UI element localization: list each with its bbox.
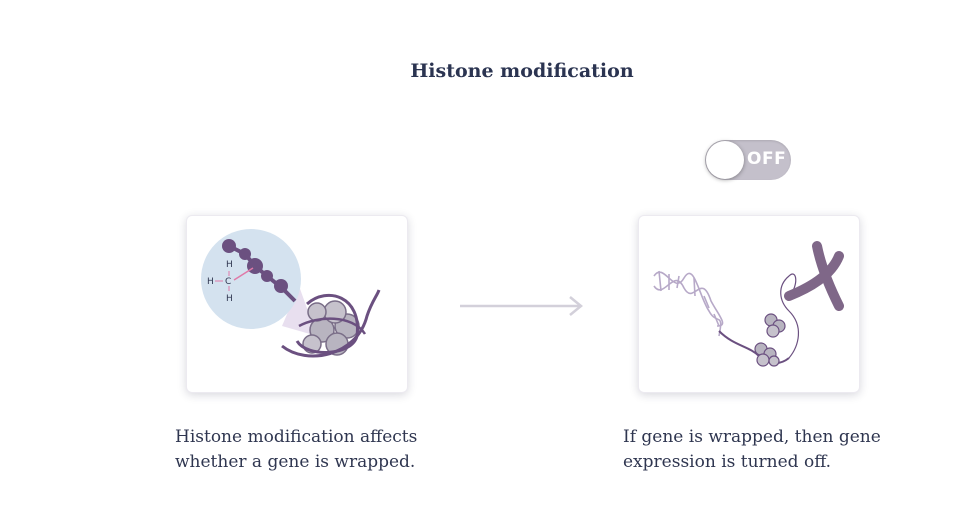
hydrogen-left-label: H bbox=[207, 277, 214, 287]
carbon-label: C bbox=[225, 277, 231, 287]
dna-packaging-illustration bbox=[653, 241, 844, 367]
histone-modification-card: H H C H bbox=[186, 215, 408, 393]
left-caption-line-2: whether a gene is wrapped. bbox=[175, 452, 416, 472]
histone-tail-chain bbox=[222, 239, 297, 303]
toggle-state-label: OFF bbox=[747, 149, 787, 169]
nucleosome-cluster bbox=[281, 289, 381, 358]
toggle-knob[interactable] bbox=[706, 141, 744, 179]
histone-modification-illustration: H H C H bbox=[201, 229, 381, 358]
zoom-bubble bbox=[201, 229, 301, 329]
left-caption-line-1: Histone modification affects bbox=[175, 427, 418, 447]
chromatin-fiber bbox=[780, 273, 799, 359]
magnifier-cone bbox=[282, 286, 317, 336]
gene-expression-card bbox=[638, 215, 860, 393]
left-caption: Histone modification affects whether a g… bbox=[175, 425, 435, 475]
right-caption: If gene is wrapped, then gene expression… bbox=[623, 425, 883, 475]
chromosome-icon bbox=[784, 241, 844, 311]
right-caption-line-1: If gene is wrapped, then gene bbox=[623, 427, 881, 447]
methyl-group: H H C H bbox=[207, 260, 254, 304]
nucleosome-group bbox=[754, 313, 786, 367]
on-off-toggle[interactable]: OFF bbox=[705, 140, 791, 180]
page-title: Histone modification bbox=[410, 60, 634, 82]
hydrogen-bottom-label: H bbox=[226, 294, 233, 304]
hydrogen-top-label: H bbox=[226, 260, 233, 270]
dna-helix bbox=[653, 270, 724, 337]
right-arrow-icon bbox=[460, 296, 583, 316]
right-caption-line-2: expression is turned off. bbox=[623, 452, 832, 472]
